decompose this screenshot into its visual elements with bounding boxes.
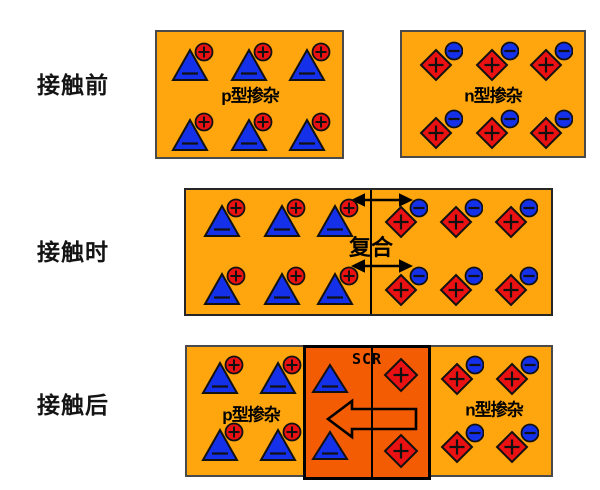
stage-label-during-contact: 接触时 bbox=[37, 239, 109, 265]
carrier-exchange-arrow-top-icon bbox=[351, 193, 413, 207]
donor-ion-electron-pair-icon bbox=[495, 355, 539, 396]
acceptor-ion-hole-pair-icon bbox=[288, 112, 331, 151]
acceptor-ion-hole-pair-icon bbox=[203, 266, 246, 305]
donor-ion-electron-pair-icon bbox=[529, 41, 573, 82]
acceptor-ion-hole-pair-icon bbox=[259, 355, 302, 394]
donor-ion-electron-pair-icon bbox=[475, 109, 519, 150]
contact-block: 复合 bbox=[184, 188, 553, 316]
donor-ion-electron-pair-icon bbox=[529, 109, 573, 150]
n-type-label-after: n型掺杂 bbox=[465, 400, 523, 420]
donor-ion-electron-pair-icon bbox=[494, 266, 538, 307]
p-type-block-before: p型掺杂 bbox=[155, 30, 344, 159]
acceptor-ion-hole-pair-icon bbox=[259, 422, 302, 461]
donor-ion-electron-pair-icon bbox=[494, 198, 538, 239]
donor-ion-electron-pair-icon bbox=[439, 198, 483, 239]
acceptor-ion-hole-pair-icon bbox=[263, 266, 306, 305]
p-type-label: p型掺杂 bbox=[221, 86, 279, 106]
n-type-label: n型掺杂 bbox=[464, 86, 522, 106]
stage-label-before-contact: 接触前 bbox=[37, 72, 109, 98]
n-type-block-before: n型掺杂 bbox=[400, 30, 586, 158]
carrier-exchange-arrow-bottom-icon bbox=[351, 259, 413, 273]
acceptor-ion-hole-pair-icon bbox=[171, 112, 214, 151]
acceptor-ion-hole-pair-icon bbox=[201, 422, 244, 461]
acceptor-ion-hole-pair-icon bbox=[288, 42, 331, 81]
acceptor-ion-hole-pair-icon bbox=[263, 198, 306, 237]
donor-ion-electron-pair-icon bbox=[495, 423, 539, 464]
acceptor-ion-hole-pair-icon bbox=[203, 198, 246, 237]
after-contact-block: p型掺杂 n型掺杂 SCR bbox=[185, 345, 553, 480]
donor-ion-electron-pair-icon bbox=[440, 355, 484, 396]
built-in-field-arrow-icon bbox=[326, 398, 418, 440]
donor-ion-icon bbox=[383, 357, 419, 393]
stage-label-after-contact: 接触后 bbox=[37, 392, 109, 418]
space-charge-region: SCR bbox=[303, 345, 431, 480]
junction-line bbox=[370, 190, 372, 314]
donor-ion-electron-pair-icon bbox=[419, 109, 463, 150]
donor-ion-electron-pair-icon bbox=[440, 423, 484, 464]
recombination-label: 复合 bbox=[348, 235, 394, 260]
acceptor-ion-icon bbox=[311, 363, 349, 393]
acceptor-ion-hole-pair-icon bbox=[230, 112, 273, 151]
donor-ion-electron-pair-icon bbox=[475, 41, 519, 82]
scr-label: SCR bbox=[351, 350, 383, 368]
acceptor-ion-hole-pair-icon bbox=[171, 42, 214, 81]
acceptor-ion-hole-pair-icon bbox=[201, 355, 244, 394]
donor-ion-electron-pair-icon bbox=[439, 266, 483, 307]
scr-center-line bbox=[371, 348, 373, 477]
p-type-label-after: p型掺杂 bbox=[222, 405, 280, 425]
acceptor-ion-hole-pair-icon bbox=[230, 42, 273, 81]
donor-ion-electron-pair-icon bbox=[419, 41, 463, 82]
